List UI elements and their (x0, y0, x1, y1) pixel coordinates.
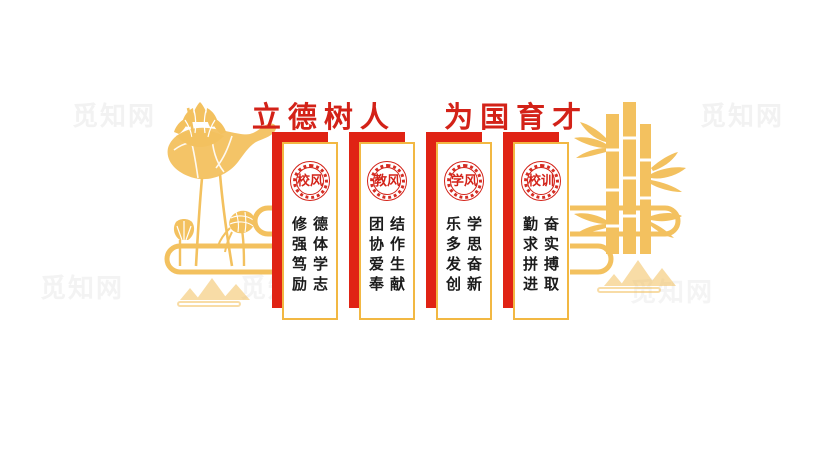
motto-row: 爱 生 (368, 255, 406, 273)
motto-char: 取 (543, 275, 559, 293)
seal-ring-outer (367, 161, 407, 201)
page-title: 立德树人 为国育才 (0, 94, 840, 136)
motto-char: 励 (291, 275, 307, 293)
seal-ring-pattern (446, 163, 482, 199)
motto-char: 献 (389, 275, 405, 293)
seal-label: 教风 (373, 173, 400, 189)
seal-label: 校训 (527, 173, 554, 189)
motto-block: 勤 奋 求 实 拼 搏 进 取 (522, 215, 560, 293)
motto-row: 多 思 (445, 235, 483, 253)
motto-row: 励 志 (291, 275, 329, 293)
panel-xiaoxun[interactable]: 校训 勤 奋 求 实 拼 搏 (503, 132, 579, 332)
seal-badge: 校风 (290, 161, 330, 201)
motto-char: 德 (312, 215, 328, 233)
motto-row: 创 新 (445, 275, 483, 293)
motto-char: 志 (312, 275, 328, 293)
motto-char: 奋 (466, 255, 482, 273)
motto-char: 爱 (368, 255, 384, 273)
motto-block: 团 结 协 作 爱 生 奉 献 (368, 215, 406, 293)
title-part-2: 为国育才 (444, 100, 589, 134)
motto-char: 拼 (522, 255, 538, 273)
motto-char: 学 (312, 255, 328, 273)
motto-row: 奉 献 (368, 275, 406, 293)
motto-char: 笃 (291, 255, 307, 273)
panel-xuefeng[interactable]: 学风 乐 学 多 思 发 奋 (426, 132, 502, 332)
panel-card: 校风 修 德 强 体 笃 学 (282, 142, 338, 320)
motto-row: 强 体 (291, 235, 329, 253)
motto-row: 求 实 (522, 235, 560, 253)
motto-row: 笃 学 (291, 255, 329, 273)
motto-char: 新 (466, 275, 482, 293)
seal-ring-pattern (523, 163, 559, 199)
seal-label: 校风 (296, 173, 323, 189)
motto-char: 奉 (368, 275, 384, 293)
motto-char: 协 (368, 235, 384, 253)
motto-char: 修 (291, 215, 307, 233)
motto-char: 体 (312, 235, 328, 253)
panel-xiaofeng[interactable]: 校风 修 德 强 体 笃 学 (272, 132, 348, 332)
motto-char: 发 (445, 255, 461, 273)
watermark: 觅知网 (700, 102, 785, 132)
motto-char: 强 (291, 235, 307, 253)
seal-badge: 教风 (367, 161, 407, 201)
motto-char: 团 (368, 215, 384, 233)
title-part-1: 立德树人 (251, 100, 396, 134)
seal-ring-outer (444, 161, 484, 201)
motto-char: 作 (389, 235, 405, 253)
motto-char: 勤 (522, 215, 538, 233)
motto-row: 乐 学 (445, 215, 483, 233)
panel-jiaofeng[interactable]: 教风 团 结 协 作 爱 生 (349, 132, 425, 332)
seal-ring-inner (296, 167, 324, 195)
seal-ring-pattern (292, 163, 328, 199)
seal-badge: 学风 (444, 161, 484, 201)
seal-ring-inner (373, 167, 401, 195)
motto-row: 勤 奋 (522, 215, 560, 233)
panel-card: 学风 乐 学 多 思 发 奋 (436, 142, 492, 320)
seal-label: 学风 (450, 173, 477, 189)
panel-group: 校风 修 德 强 体 笃 学 (272, 132, 602, 332)
seal-ring-inner (450, 167, 478, 195)
watermark: 觅知网 (40, 274, 125, 304)
motto-char: 多 (445, 235, 461, 253)
seal-ring-inner (527, 167, 555, 195)
motto-row: 修 德 (291, 215, 329, 233)
mountain-ornament (597, 260, 676, 293)
seal-ring-outer (521, 161, 561, 201)
motto-block: 乐 学 多 思 发 奋 创 新 (445, 215, 483, 293)
motto-char: 奋 (543, 215, 559, 233)
watermark: 觅知网 (72, 102, 157, 132)
lotus-illustration (164, 102, 300, 307)
motto-char: 搏 (543, 255, 559, 273)
panel-card: 校训 勤 奋 求 实 拼 搏 (513, 142, 569, 320)
motto-block: 修 德 强 体 笃 学 励 志 (291, 215, 329, 293)
seal-ring-outer (290, 161, 330, 201)
seal-ring-pattern (369, 163, 405, 199)
motto-char: 思 (466, 235, 482, 253)
motto-row: 拼 搏 (522, 255, 560, 273)
motto-char: 学 (466, 215, 482, 233)
motto-char: 生 (389, 255, 405, 273)
motto-char: 创 (445, 275, 461, 293)
motto-char: 结 (389, 215, 405, 233)
motto-char: 实 (543, 235, 559, 253)
motto-char: 乐 (445, 215, 461, 233)
motto-char: 进 (522, 275, 538, 293)
mountain-ornament (177, 278, 250, 307)
motto-row: 进 取 (522, 275, 560, 293)
motto-char: 求 (522, 235, 538, 253)
bamboo-illustration (570, 102, 686, 293)
panel-card: 教风 团 结 协 作 爱 生 (359, 142, 415, 320)
seal-badge: 校训 (521, 161, 561, 201)
motto-row: 团 结 (368, 215, 406, 233)
motto-row: 协 作 (368, 235, 406, 253)
motto-row: 发 奋 (445, 255, 483, 273)
